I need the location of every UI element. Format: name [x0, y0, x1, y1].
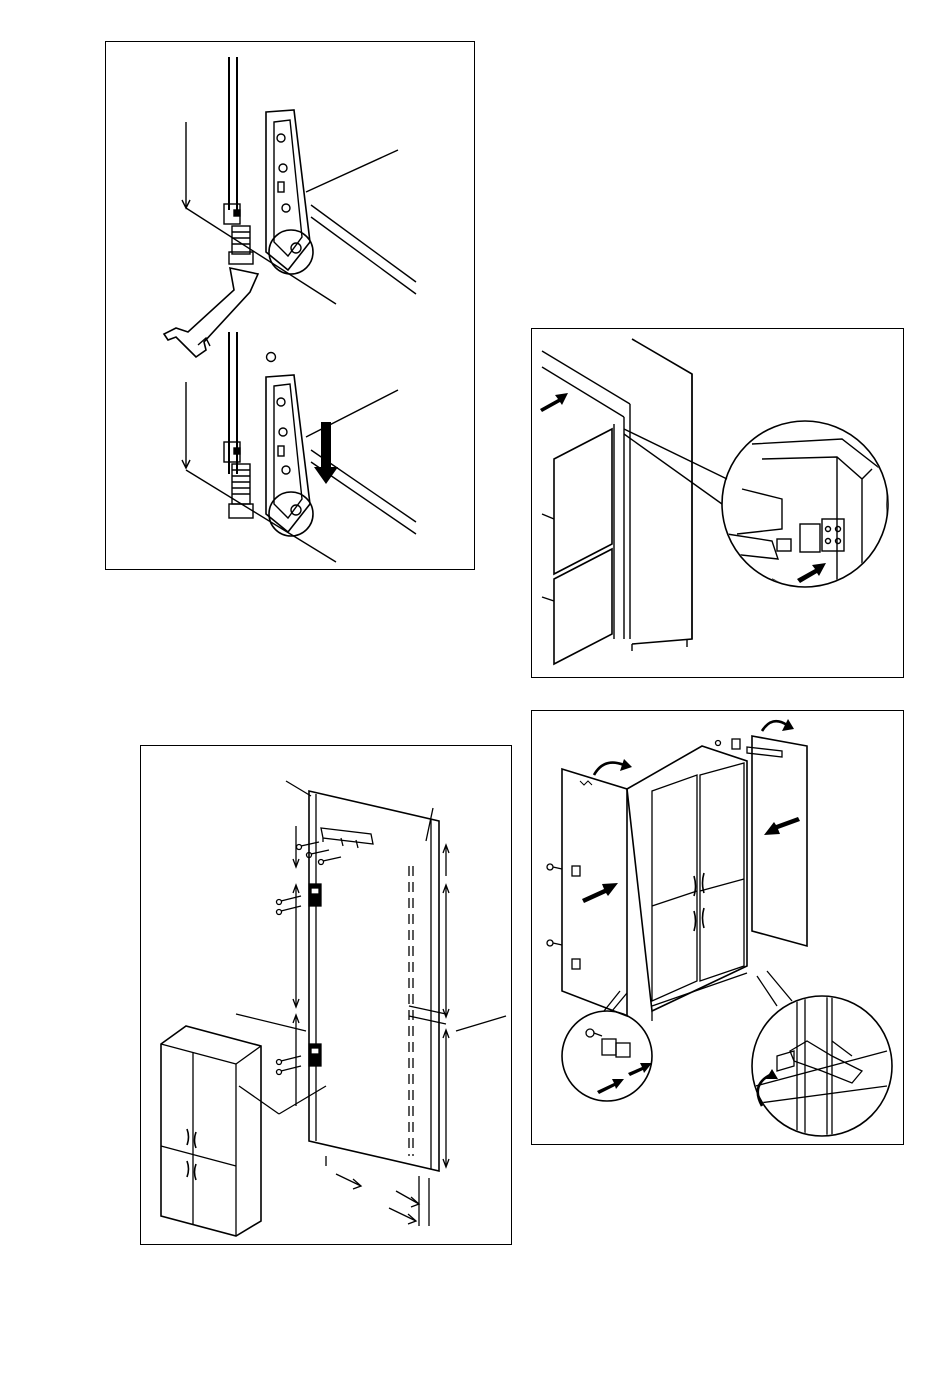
figure-door-panel-fitting	[140, 745, 512, 1245]
rotate-arrow-icon	[594, 763, 624, 775]
door-mounting-drawing	[532, 711, 905, 1146]
door-panel-drawing	[141, 746, 513, 1246]
hinge-wheel-drawing	[106, 42, 476, 571]
figure-hinge-wheel-adjustment	[105, 41, 475, 570]
figure-door-mounting-overview	[531, 710, 904, 1145]
wrench-icon	[164, 268, 258, 357]
figure-hinge-fitting-on-cabinet	[531, 328, 904, 678]
hinge-fitting-drawing	[532, 329, 905, 679]
push-arrow-icon	[540, 393, 568, 412]
